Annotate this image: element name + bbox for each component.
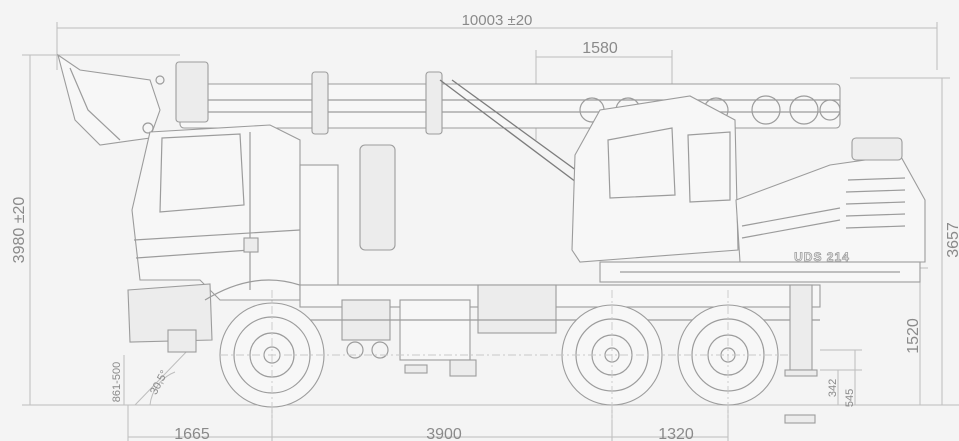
bucket-attachment xyxy=(57,53,165,146)
approach-angle-label: 30,5° xyxy=(148,368,171,396)
crane-superstructure xyxy=(571,95,926,283)
clearance-a-label: 342 xyxy=(827,379,839,397)
overall-length-label: 10003 ±20 xyxy=(462,12,533,29)
front-low-label: 861-500 xyxy=(111,362,123,402)
model-label: UDS 214 xyxy=(794,250,850,264)
truck-chassis xyxy=(299,144,821,424)
wheelbase-main-label: 3900 xyxy=(426,426,462,441)
clearance-b-label: 545 xyxy=(844,389,856,407)
deck-height-label: 1520 xyxy=(905,318,922,354)
crane-offset-label: 1580 xyxy=(582,40,618,57)
front-overhang-label: 1665 xyxy=(174,426,210,441)
wheelbase-rear-label: 1320 xyxy=(658,426,694,441)
cab-height-label: 3657 xyxy=(945,222,959,258)
truck-cab xyxy=(127,124,331,353)
centerlines xyxy=(220,290,790,420)
total-height-label: 3980 ±20 xyxy=(11,197,28,264)
